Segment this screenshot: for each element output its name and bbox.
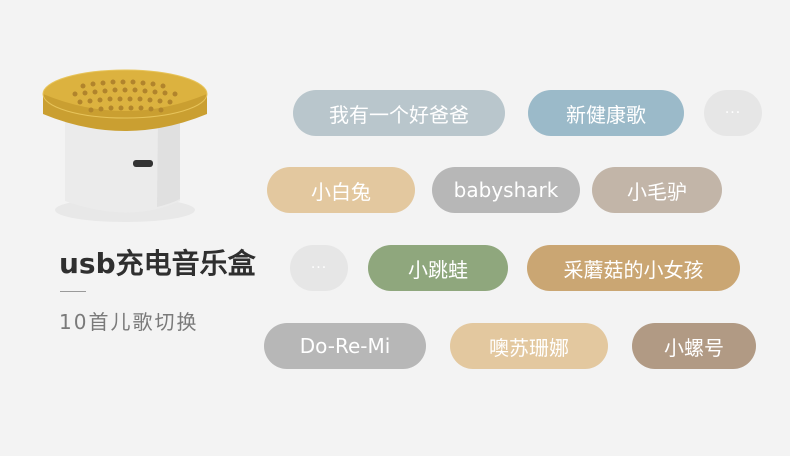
product-title: usb充电音乐盒 [59, 247, 256, 280]
more-songs-tag[interactable]: ··· [290, 245, 348, 291]
song-tag[interactable]: 小跳蛙 [368, 245, 508, 291]
music-box-illustration [42, 69, 208, 222]
song-tag[interactable]: Do-Re-Mi [264, 323, 426, 369]
more-songs-tag[interactable]: ··· [704, 90, 762, 136]
music-box-image [35, 66, 215, 226]
song-tag[interactable]: 小白兔 [267, 167, 415, 213]
song-tag[interactable]: 噢苏珊娜 [450, 323, 608, 369]
song-tag[interactable]: 采蘑菇的小女孩 [527, 245, 740, 291]
song-tag[interactable]: 小毛驴 [592, 167, 722, 213]
song-tag[interactable]: 我有一个好爸爸 [293, 90, 505, 136]
product-subtitle: 10首儿歌切换 [59, 310, 199, 334]
song-tag[interactable]: 小螺号 [632, 323, 756, 369]
song-tag[interactable]: 新健康歌 [528, 90, 684, 136]
song-tag[interactable]: babyshark [432, 167, 580, 213]
title-divider [60, 291, 86, 292]
